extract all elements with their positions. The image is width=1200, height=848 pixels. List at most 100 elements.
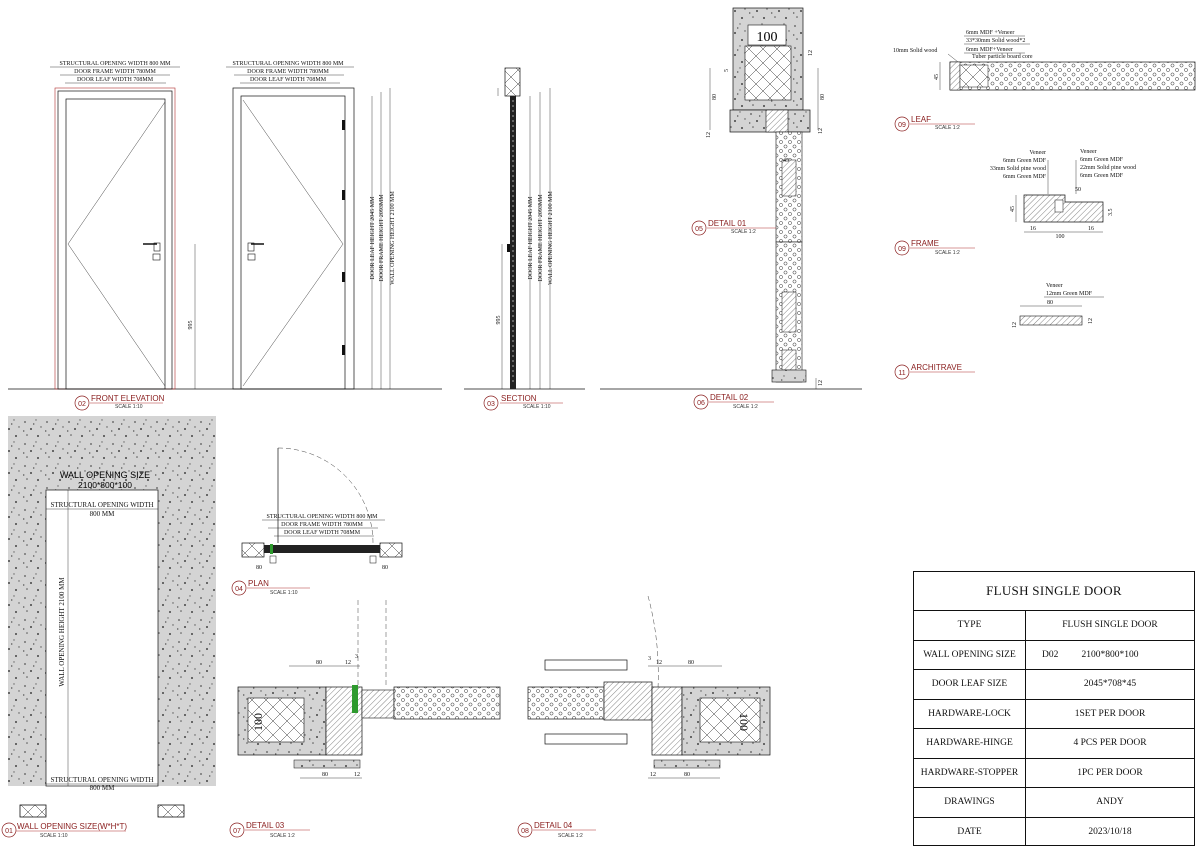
d02-num: 06 [697,400,705,407]
d03-dim-12a: 12 [345,660,351,666]
frame-nr-1: Veneer [1080,149,1097,155]
frame-nr-4: 6mm Green MDF [1080,173,1124,179]
d03-dim-3: 3 [355,654,358,660]
sec-label: SECTION [501,394,537,403]
sec-handle-height: 995 [496,316,502,325]
d03-dim-12b: 12 [354,772,360,778]
detail-04: 3 12 80 100 12 80 08 DETAIL 04 SCALE 1:2 [517,595,771,839]
d04-dim-80b: 80 [684,772,690,778]
fe-dim-frame: DOOR FRAME WIDTH 780MM [74,69,156,75]
sec-leaf-height: DOOR LEAF HEIGHT 2045 MM [528,196,534,280]
row-key: TYPE [914,611,1026,641]
fe-label: FRONT ELEVATION [91,394,165,403]
d01-dim-a: 80 [712,94,718,100]
d03-dim-80b: 80 [322,772,328,778]
d01-dim-e: 12 [818,128,824,134]
row-key: DOOR LEAF SIZE [914,669,1026,700]
d01-dim-c: 12 [706,132,712,138]
frame-nl-1: Veneer [1029,150,1046,156]
plan-small-a: 80 [256,565,262,571]
d01-scale: SCALE 1:2 [731,229,756,235]
row-value: FLUSH SINGLE DOOR [1025,611,1194,641]
leaf-dim: 45 [934,74,940,80]
wo-height-dim: WALL OPENING HEIGHT 2100 MM [58,577,66,687]
sec-frame-height: DOOR FRAME HEIGHT 2093MM [538,194,544,282]
row-key: DRAWINGS [914,787,1026,818]
d04-dim-80a: 80 [688,660,694,666]
wo-label: WALL OPENING SIZE(W*H*T) [17,822,127,831]
frame-dim-16a: 16 [1030,226,1036,232]
detail-02: 12 06 DETAIL 02 SCALE 1:2 [693,241,824,410]
fe-handle-height: 995 [188,321,194,330]
arch-note-2: 12mm Green MDF [1046,291,1093,297]
arch-label: ARCHITRAVE [911,363,962,372]
door-code: D02 [1042,649,1059,660]
d04-dim-3: 3 [648,656,651,662]
wo-title: WALL OPENING SIZE [60,470,150,480]
sec-scale: SCALE 1:10 [523,404,551,410]
arch-num: 11 [898,370,905,377]
frame-nr-3: 22mm Solid pine wood [1080,165,1136,171]
row-value: 4 PCS PER DOOR [1025,728,1194,759]
table-row: HARDWARE-HINGE 4 PCS PER DOOR [914,728,1194,759]
frame-dim-16b: 16 [1088,226,1094,232]
leaf-num: 09 [898,122,906,129]
row-value: 1SET PER DOOR [1025,699,1194,729]
title-block-title: FLUSH SINGLE DOOR [914,572,1194,611]
table-row: HARDWARE-STOPPER 1PC PER DOOR [914,758,1194,788]
row-key: DATE [914,817,1026,846]
row-value-wrap: D02 2100*800*100 [1025,640,1194,670]
arch-note-1: Veneer [1046,283,1063,289]
d04-dim-12b: 12 [650,772,656,778]
detail-01: 100 80 80 12 12 12 45 5 05 DETAIL 01 SCA… [691,7,826,243]
d03-wall: 100 [251,713,265,731]
d02-scale: SCALE 1:2 [733,404,758,410]
d04-num: 08 [521,828,529,835]
be-dim-frame: DOOR FRAME WIDTH 780MM [247,69,329,75]
wo-size: 2100*800*100 [78,480,132,490]
plan-dim-frame: DOOR FRAME WIDTH 780MM [281,522,363,528]
table-row: WALL OPENING SIZE D02 2100*800*100 [914,640,1194,670]
fe-num: 02 [78,401,86,408]
sec-num: 03 [487,401,495,408]
be-leaf-height: DOOR LEAF HEIGHT 2045 MM [370,196,376,280]
d01-dim-b: 80 [820,94,826,100]
frame-dim-45: 45 [1010,206,1016,212]
frame-dim-35: 3.5 [1108,209,1114,217]
frame-label: FRAME [911,239,939,248]
d01-dim-f: 45 [783,158,789,164]
arch-dim-12a: 12 [1012,322,1018,328]
back-elevation: STRUCTURAL OPENING WIDTH 800 MM DOOR FRA… [226,61,396,390]
title-block-table: TYPE FLUSH SINGLE DOOR WALL OPENING SIZE… [914,611,1194,846]
leaf-note-5: 10mm Solid wood [893,48,937,54]
detail-03: 80 12 3 100 80 12 07 DETAIL 03 SCALE 1:2 [229,600,501,839]
leaf-note-3: 6mm MDF+Veneer [966,47,1013,53]
wo-top-mm: 800 MM [90,510,115,518]
arch-dim-80: 80 [1047,300,1053,306]
plan-dim-structural: STRUCTURAL OPENING WIDTH 800 MM [267,514,379,520]
plan-small-b: 80 [382,565,388,571]
leaf-detail: 6mm MDF +Veneer 33*30mm Solid wood*2 6mm… [893,30,1196,132]
frame-dim-100: 100 [1056,234,1065,240]
plan-view: STRUCTURAL OPENING WIDTH 800 MM DOOR FRA… [231,447,403,596]
wall-opening-view: WALL OPENING SIZE 2100*800*100 STRUCTURA… [1,416,216,839]
frame-nl-4: 6mm Green MDF [1003,174,1047,180]
fe-scale: SCALE 1:10 [115,404,143,410]
d04-wall: 100 [737,713,751,731]
plan-label: PLAN [248,579,269,588]
frame-nl-2: 6mm Green MDF [1003,158,1047,164]
row-value: 2045*708*45 [1025,669,1194,700]
frame-detail: Veneer 6mm Green MDF 33mm Solid pine woo… [894,149,1136,256]
front-elevation: STRUCTURAL OPENING WIDTH 800 MM DOOR FRA… [50,61,196,411]
d03-dim-80a: 80 [316,660,322,666]
table-row: DOOR LEAF SIZE 2045*708*45 [914,669,1194,700]
d02-dim: 12 [818,380,824,386]
table-row: HARDWARE-LOCK 1SET PER DOOR [914,699,1194,729]
frame-dim-50: 50 [1075,187,1081,193]
frame-nr-2: 6mm Green MDF [1080,157,1124,163]
be-wall-height: WALL OPENING HEIGHT 2100 MM [390,191,396,285]
row-key: HARDWARE-HINGE [914,728,1026,759]
sec-wall-height: WALL OPENING HEIGHT 2100 MM [548,191,554,285]
d01-wall-thickness: 100 [757,30,778,45]
